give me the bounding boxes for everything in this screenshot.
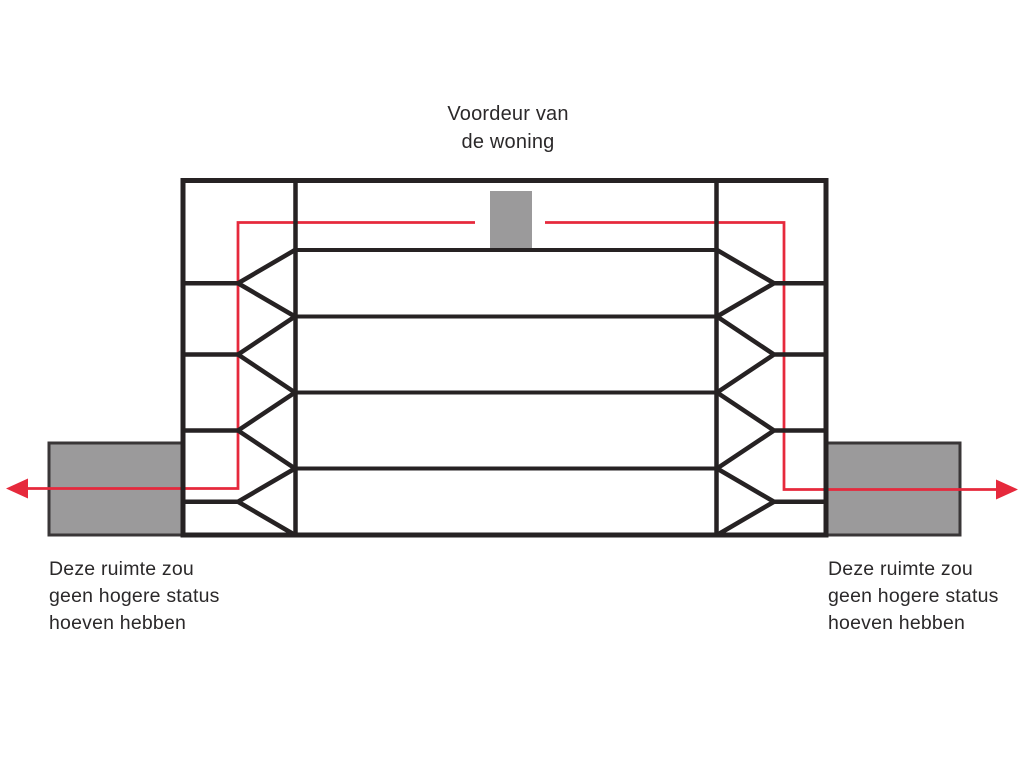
left-arrow-icon — [6, 478, 28, 499]
right-door-chevrons — [714, 247, 829, 538]
right-space-label: Deze ruimte zou geen hogere status hoeve… — [828, 558, 999, 634]
front-door-label: Voordeur van de woning — [447, 103, 569, 153]
right-arrow-icon — [996, 479, 1018, 500]
door-chevron — [180, 466, 298, 538]
left-space-label: Deze ruimte zou geen hogere status hoeve… — [49, 558, 220, 634]
front-door-block — [490, 191, 532, 250]
building-outline — [180, 178, 829, 538]
door-chevron — [714, 466, 829, 538]
door-chevron — [714, 390, 829, 471]
left-door-chevrons — [180, 247, 298, 538]
door-chevron — [180, 314, 298, 395]
door-chevron — [180, 247, 298, 319]
door-chevron — [714, 247, 829, 319]
central-floor-lines — [294, 248, 718, 471]
door-chevron — [180, 390, 298, 471]
door-chevron — [714, 314, 829, 395]
